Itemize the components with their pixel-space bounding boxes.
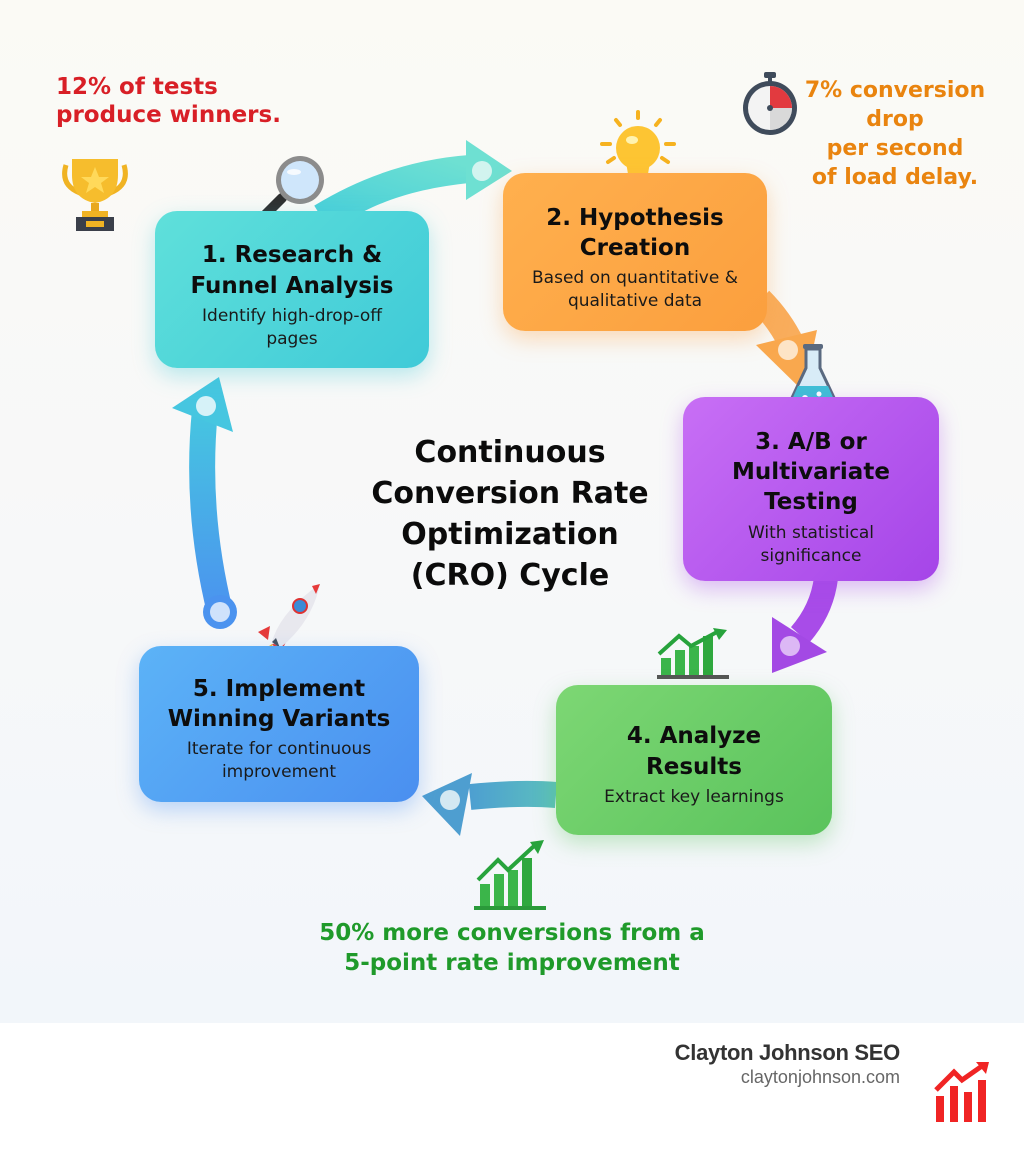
brand-url[interactable]: claytonjohnson.com	[740, 1067, 900, 1087]
stat-load-delay-line-4: of load delay.	[811, 165, 979, 191]
stat-improvement-line-1: 50% more conversions from a	[319, 920, 705, 946]
diagram-title-line-3: Optimization	[401, 517, 619, 553]
arrow-1-to-2	[314, 140, 512, 225]
stat-winners-line-1: 12% of tests	[56, 74, 218, 100]
footer	[0, 1023, 1024, 1154]
stat-winners: 12% of tests produce winners.	[56, 74, 356, 129]
diagram-title-line-2: Conversion Rate	[371, 476, 649, 512]
stat-winners-line-2: produce winners.	[56, 101, 281, 128]
stat-load-delay-line-1: 7% conversion	[804, 78, 986, 103]
bar-chart-arrow-icon	[934, 1062, 989, 1122]
step-5-description: Iterate for continuous improvement	[186, 739, 372, 783]
brand-name: Clayton Johnson SEO	[674, 1040, 901, 1065]
step-5-card: 5. Implement Winning Variants Iterate fo…	[139, 646, 419, 802]
step-2-description: Based on quantitative & qualitative data	[532, 268, 738, 312]
brand: Clayton Johnson SEO claytonjohnson.com	[674, 1040, 901, 1088]
arrow-3-to-4	[772, 576, 838, 673]
arrow-5-to-1	[172, 377, 237, 629]
growth-chart-icon	[657, 628, 729, 679]
stat-load-delay-line-2: drop	[866, 107, 924, 133]
step-1-title: 1. Research & Funnel Analysis	[190, 242, 394, 299]
stat-improvement-line-2: 5-point rate improvement	[344, 950, 680, 977]
stat-load-delay-line-3: per second	[826, 136, 964, 162]
infographic-canvas: 12% of tests produce winners. 7% convers…	[0, 0, 1024, 1023]
stat-improvement: 50% more conversions from a 5-point rate…	[300, 918, 724, 979]
step-3-card: 3. A/B or Multivariate Testing With stat…	[683, 397, 939, 581]
diagram-title: Continuous Conversion Rate Optimization …	[340, 432, 680, 596]
diagram-title-line-1: Continuous	[414, 435, 606, 470]
arrow-4-to-5	[422, 773, 558, 836]
step-3-title: 3. A/B or Multivariate Testing	[732, 428, 890, 516]
step-4-card: 4. Analyze Results Extract key learnings	[556, 685, 832, 835]
step-4-title: 4. Analyze Results	[626, 723, 762, 780]
diagram-title-line-4: (CRO) Cycle	[410, 558, 610, 594]
step-1-card: 1. Research & Funnel Analysis Identify h…	[155, 211, 429, 368]
step-1-description: Identify high-drop-off pages	[202, 305, 382, 349]
step-5-title: 5. Implement Winning Variants	[167, 675, 391, 733]
trophy-icon	[62, 159, 128, 231]
stat-load-delay: 7% conversion drop per second of load de…	[790, 76, 1000, 192]
step-3-description: With statistical significance	[747, 522, 875, 566]
step-2-card: 2. Hypothesis Creation Based on quantita…	[503, 173, 767, 331]
step-4-description: Extract key learnings	[604, 786, 784, 807]
stopwatch-icon	[743, 72, 797, 135]
growth-chart-icon	[474, 840, 546, 910]
step-2-title: 2. Hypothesis Creation	[546, 204, 724, 262]
magnifying-glass-icon	[255, 156, 324, 225]
